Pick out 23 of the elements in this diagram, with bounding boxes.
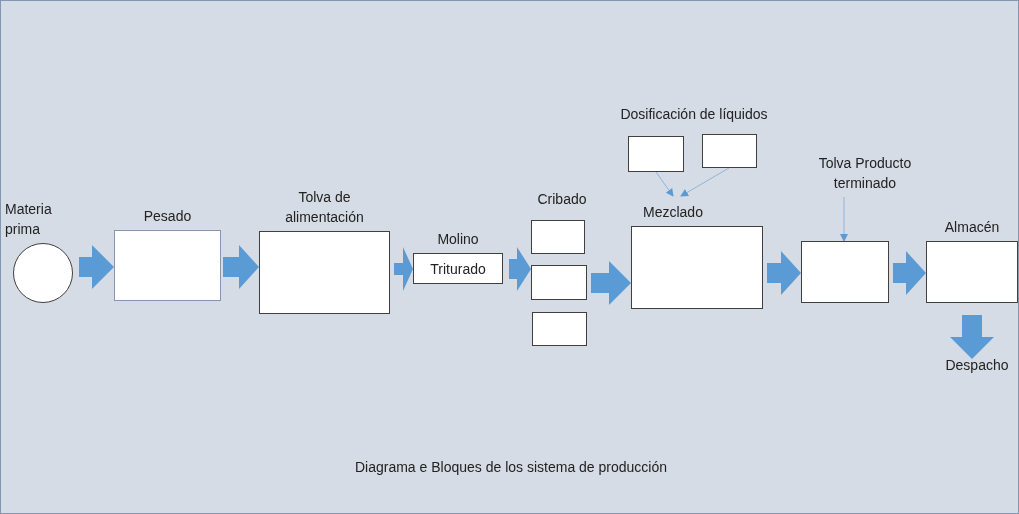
group-label: Cribado (536, 190, 588, 209)
block-arrow (893, 251, 926, 295)
step-heading: Mezclado (643, 203, 704, 222)
block-arrow (394, 247, 413, 291)
block-arrow (509, 247, 531, 291)
step-heading: Tolva de alimentación (284, 188, 365, 227)
block-arrow (950, 315, 994, 359)
block-arrow (223, 245, 259, 289)
caption: Diagrama e Bloques de los sistema de producción (353, 458, 669, 477)
step-heading: Pesado (142, 207, 193, 226)
arrow (655, 171, 674, 197)
block-arrow (591, 261, 631, 305)
block-arrow (767, 251, 801, 295)
arrow (680, 167, 730, 197)
node-label: Despacho (944, 356, 1010, 375)
process-box: Triturado (413, 253, 503, 284)
step-heading: Materia prima (5, 200, 53, 239)
node-label: Tolva Producto terminado (817, 154, 913, 193)
step-heading: Molino (436, 230, 480, 249)
step-heading: Almacén (943, 218, 1001, 237)
block-arrow (79, 245, 114, 289)
arrow (840, 196, 848, 242)
group-label: Dosificación de líquidos (619, 105, 769, 124)
